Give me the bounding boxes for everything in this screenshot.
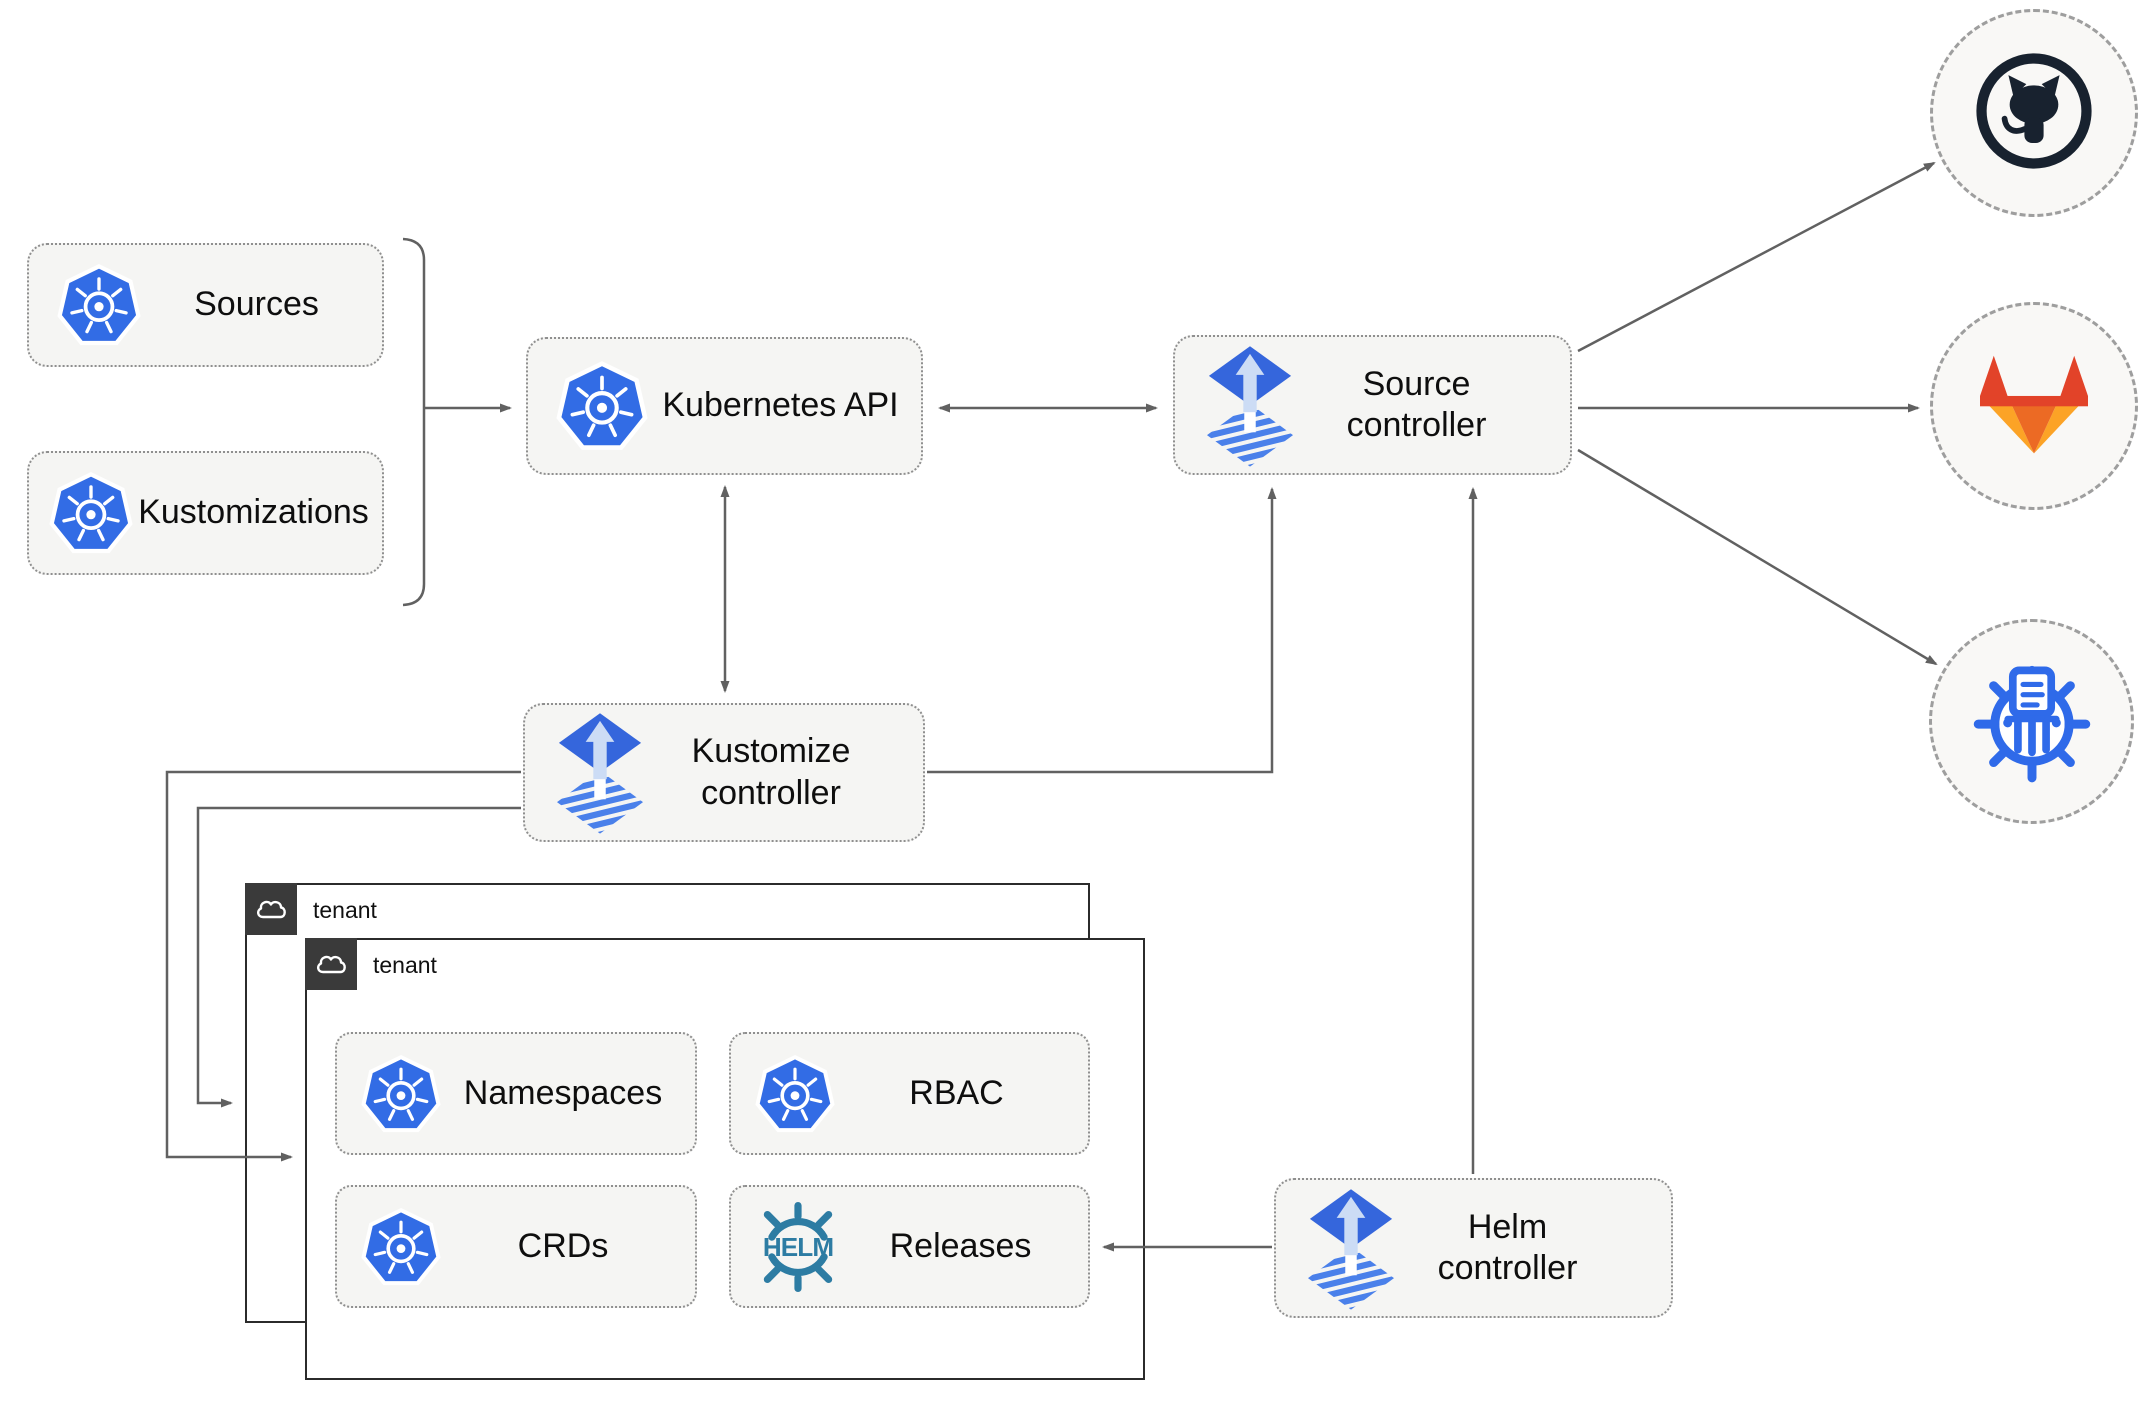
node-releases: HELM Releases: [729, 1185, 1090, 1308]
helm-icon: HELM: [753, 1202, 843, 1292]
kubernetes-icon: [361, 1207, 441, 1287]
node-releases-label: Releases: [889, 1226, 1032, 1265]
node-kustomizations-label: Kustomizations: [138, 493, 369, 532]
github-circle: [1930, 9, 2138, 217]
node-sources-label: Sources: [194, 285, 319, 324]
edge-source-controller-to-chartmuseum: [1577, 448, 1938, 666]
node-kubernetes-api-label: Kubernetes API: [662, 386, 899, 425]
gitlab-circle: [1930, 302, 2138, 510]
kubernetes-icon: [57, 263, 141, 347]
github-icon: [1970, 47, 2098, 180]
flux-icon: [557, 711, 643, 834]
node-kustomize-controller-label: Kustomize controller: [691, 732, 851, 812]
edge-kustomize-controller-to-source-controller: [927, 487, 1277, 774]
node-helm-controller: Helm controller: [1274, 1178, 1673, 1318]
edge-source-controller-to-github: [1577, 161, 1936, 353]
cloud-icon: [245, 883, 297, 935]
flux-icon: [1207, 344, 1293, 467]
node-rbac-label: RBAC: [909, 1073, 1004, 1112]
kubernetes-icon: [49, 471, 133, 555]
kubernetes-icon: [556, 360, 648, 452]
edge-bracket: [402, 237, 426, 607]
helm-wordmark: HELM: [763, 1232, 833, 1262]
node-sources: Sources: [27, 243, 384, 367]
gitlab-icon: [1975, 350, 2093, 463]
node-helm-controller-label: Helm controller: [1437, 1207, 1578, 1287]
node-rbac: RBAC: [729, 1032, 1090, 1155]
tenant-group-front: tenant: [305, 938, 1145, 1380]
node-namespaces: Namespaces: [335, 1032, 697, 1155]
node-crds: CRDs: [335, 1185, 697, 1308]
cloud-icon: [305, 938, 357, 990]
tenant-back-label: tenant: [313, 897, 377, 923]
node-kubernetes-api: Kubernetes API: [526, 337, 923, 475]
node-namespaces-label: Namespaces: [463, 1073, 663, 1112]
node-kustomizations: Kustomizations: [27, 451, 384, 575]
chartmuseum-circle: [1929, 619, 2134, 824]
node-source-controller-label: Source controller: [1346, 364, 1487, 444]
chartmuseum-icon: [1968, 655, 2096, 788]
kubernetes-icon: [755, 1054, 835, 1134]
tenant-front-label: tenant: [373, 952, 437, 978]
flux-icon: [1308, 1187, 1394, 1310]
node-kustomize-controller: Kustomize controller: [523, 703, 925, 842]
node-source-controller: Source controller: [1173, 335, 1572, 475]
kubernetes-icon: [361, 1054, 441, 1134]
node-crds-label: CRDs: [517, 1226, 609, 1265]
